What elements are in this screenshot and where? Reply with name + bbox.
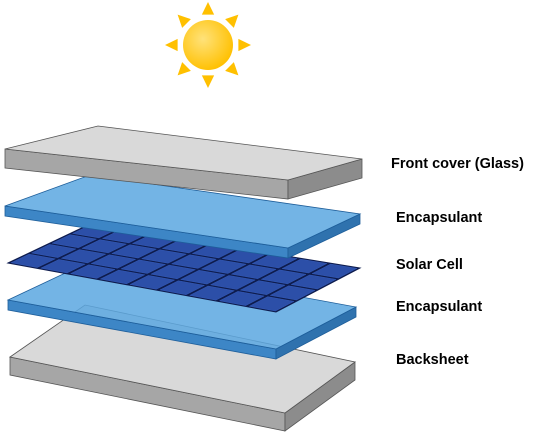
sun-core [183,20,233,70]
label-front-cover: Front cover (Glass) [391,156,524,172]
solar-cell-tile [81,239,128,254]
solar-cell-tile [111,244,157,259]
label-encapsulant-bottom: Encapsulant [396,299,483,315]
solar-cell-tile [69,264,116,279]
solar-cell-tile [189,285,235,301]
label-backsheet: Backsheet [396,352,469,368]
sun-ray [177,14,191,28]
sun-ray [165,38,178,52]
front-cover-glass-layer [4,125,363,200]
solar-cell-tile [141,249,187,264]
encapsulant-top-top [4,174,362,249]
backsheet-top [9,304,356,414]
solar-cell-tile [239,280,286,295]
solar-cell-tile [200,259,247,274]
solar-cell-tile [170,254,217,269]
solar-cell-tile [218,291,265,306]
sun-ray [201,2,215,15]
sun-ray [238,38,251,52]
solar-cell-tile [30,244,77,258]
sun-ray [225,62,239,76]
solar-cell-tile [269,285,316,301]
backsheet-layer [9,304,356,432]
solar-cell-tile [51,234,98,248]
sun-ray [201,75,215,88]
solar-cell-tile [230,264,277,279]
solar-cell-tile [120,259,167,274]
sun-ray [225,14,239,28]
encapsulant-bottom-layer [6,258,358,360]
solar-cell-tile [290,274,337,290]
solar-cell-tile [281,258,328,274]
solar-cell-tile [209,275,256,290]
solar-cell-tile [159,280,206,295]
solar-cell-tile [150,264,197,280]
encapsulant-top-layer [4,174,362,259]
solar-cell-tile [10,253,56,268]
solar-cell-tile [90,254,137,269]
solar-cell-tile [248,296,295,312]
solar-cell-layer [6,223,362,313]
sun-ray [177,62,191,76]
solar-cell-tile [311,263,358,279]
label-encapsulant-top: Encapsulant [396,210,483,226]
solar-cell-tile [129,275,176,290]
front-cover-top [4,125,363,181]
solar-cell-tile [99,269,146,285]
solar-cell-tile [260,269,307,285]
solar-cell-tile [40,259,86,274]
solar-cell-tile [60,249,107,264]
solar-cell-tile [180,270,226,285]
sun-icon [165,2,251,88]
label-solar-cell: Solar Cell [396,257,463,273]
